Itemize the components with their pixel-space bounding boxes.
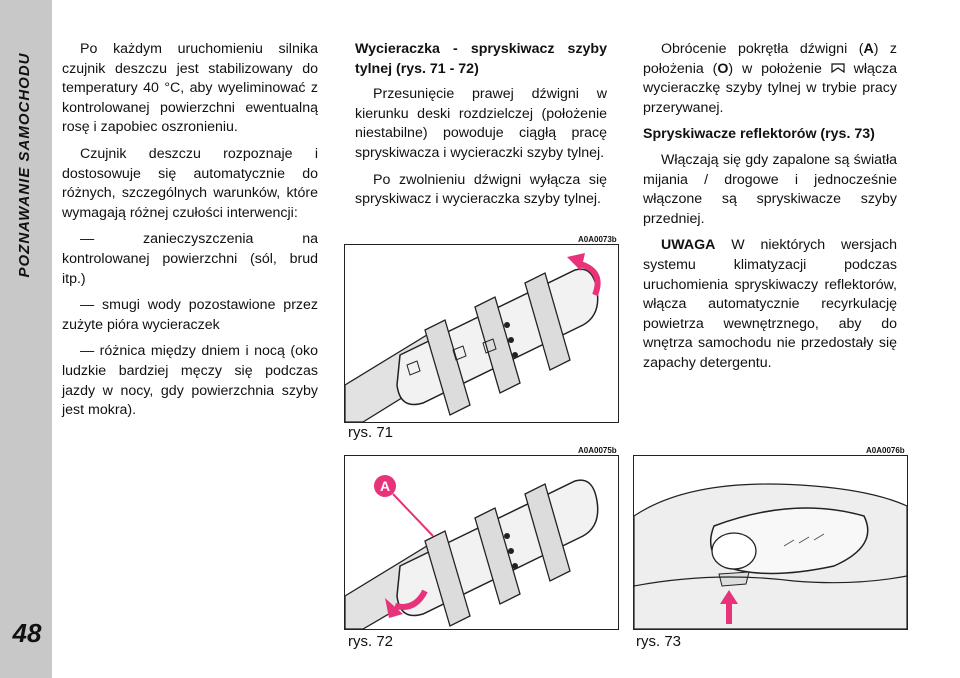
- paragraph: Po zwolnieniu dźwigni wyłącza się sprysk…: [355, 171, 607, 208]
- section-heading: Spryskiwacze reflektorów (rys. 73): [643, 126, 875, 143]
- wiper-stalk-illustration: [345, 253, 601, 422]
- figure-caption: rys. 72: [348, 633, 394, 650]
- figure-72: A: [344, 455, 619, 630]
- column-3: Obrócenie pokrętła dźwigni (A) z położen…: [643, 40, 897, 381]
- figure-caption: rys. 71: [348, 424, 394, 441]
- paragraph: — zanieczyszczenia na kontrolowanej powi…: [62, 231, 318, 287]
- section-heading: Wycieraczka - spryskiwacz szyby tylnej (…: [355, 41, 607, 77]
- column-2: Wycieraczka - spryskiwacz szyby tylnej (…: [355, 40, 607, 217]
- figure-code: A0A0076b: [866, 446, 905, 455]
- figure-code: A0A0073b: [578, 235, 617, 244]
- note-label: UWAGA: [661, 237, 716, 254]
- paragraph: UWAGA W niektórych wersjach systemu klim…: [643, 237, 897, 371]
- figure-73: [633, 455, 908, 630]
- label-a: A: [863, 41, 874, 57]
- callout-a: [374, 475, 396, 497]
- label-o: O: [717, 60, 729, 77]
- paragraph: Po każdym uruchomieniu silnika czujnik d…: [62, 41, 318, 136]
- paragraph: — różnica między dniem i nocą (oko ludzk…: [62, 343, 318, 419]
- figure-71: [344, 244, 619, 423]
- paragraph: Obrócenie pokrętła dźwigni (A) z położen…: [643, 41, 897, 116]
- paragraph: Czujnik deszczu rozpoznaje i dostosowuje…: [62, 145, 318, 221]
- wiper-stalk-rotation-illustration: A: [345, 475, 599, 629]
- figure-caption: rys. 73: [636, 633, 682, 650]
- intermittent-wiper-icon: [831, 62, 845, 74]
- column-1: Po każdym uruchomieniu silnika czujnik d…: [62, 40, 318, 428]
- paragraph: Przesunięcie prawej dźwigni w kierunku d…: [355, 86, 607, 161]
- figure-code: A0A0075b: [578, 446, 617, 455]
- paragraph: Włączają się gdy zapalone są światła mij…: [643, 151, 897, 227]
- page-number: 48: [12, 618, 42, 648]
- section-title: POZNAWANIE SAMOCHODU: [16, 52, 33, 278]
- rotate-arrow: [394, 589, 428, 610]
- svg-text:A: A: [380, 478, 390, 494]
- sidebar: POZNAWANIE SAMOCHODU 48: [0, 0, 52, 678]
- paragraph: — smugi wody pozostawione przez zużyte p…: [62, 297, 318, 333]
- headlight-washer-illustration: [634, 483, 907, 629]
